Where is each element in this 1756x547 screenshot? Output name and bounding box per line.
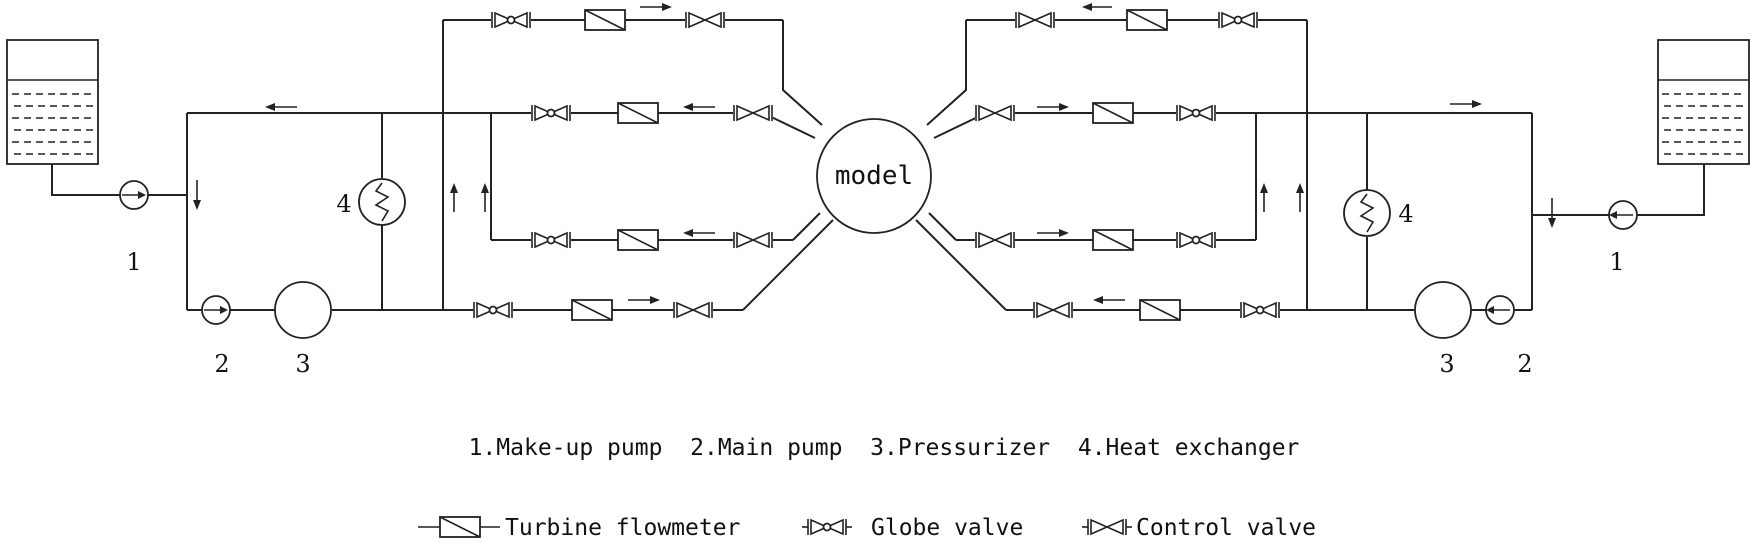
legend: Turbine flowmeter Globe valve Control va… (418, 515, 1316, 541)
globe-valve (531, 231, 571, 249)
globe-valve (1176, 104, 1216, 122)
component-caption: 1.Make-up pump 2.Main pump 3.Pressurizer… (469, 435, 1300, 461)
globe-valve (1240, 301, 1280, 319)
turbine-flowmeter (584, 9, 626, 31)
right-main-pump-number: 2 (1517, 350, 1532, 378)
arrow-left-icon (683, 103, 715, 111)
left-makeup-pump-number: 1 (126, 248, 141, 276)
left-main-pump-number: 2 (214, 350, 229, 378)
arrow-left-icon (265, 103, 297, 111)
right-main-pump (1485, 295, 1515, 325)
control-valve (1015, 11, 1055, 29)
control-valve (975, 231, 1015, 249)
arrow-right-icon (1037, 103, 1069, 111)
control-valve (1033, 301, 1073, 319)
turbine-flowmeter (1139, 299, 1181, 321)
legend-globe-valve-symbol (802, 518, 852, 536)
left-main-pump (201, 295, 231, 325)
globe-valve (473, 301, 513, 319)
right-makeup-pump (1608, 200, 1638, 230)
turbine-flowmeter (617, 102, 659, 124)
legend-control-valve-label: Control valve (1136, 515, 1316, 541)
right-pressurizer (1414, 281, 1472, 339)
arrow-up-icon (481, 183, 489, 212)
right-tank (1657, 39, 1750, 165)
arrow-left-icon (1093, 296, 1125, 304)
control-valve (685, 11, 725, 29)
left-loop-pipes (51, 19, 834, 311)
globe-valve (491, 11, 531, 29)
left-heat-exchanger (358, 178, 406, 226)
turbine-flowmeter (617, 229, 659, 251)
arrow-up-icon (450, 183, 458, 212)
right-makeup-pump-number: 1 (1609, 248, 1624, 276)
right-heat-exchanger-number: 4 (1398, 200, 1413, 228)
turbine-flowmeter (1092, 102, 1134, 124)
arrow-right-icon (1037, 229, 1069, 237)
arrow-right-icon (628, 296, 660, 304)
control-valve (975, 104, 1015, 122)
turbine-flowmeter (1126, 9, 1168, 31)
legend-flowmeter-symbol (418, 516, 500, 538)
arrow-right-icon (640, 3, 672, 11)
left-pressurizer-number: 3 (295, 350, 310, 378)
arrow-down-icon (1548, 198, 1556, 228)
turbine-flowmeter (571, 299, 613, 321)
arrow-up-icon (1260, 183, 1268, 212)
arrow-left-icon (1082, 3, 1112, 11)
globe-valve (1176, 231, 1216, 249)
control-valve (733, 231, 773, 249)
arrow-right-icon (1450, 100, 1482, 108)
left-pressurizer (274, 281, 332, 339)
arrow-down-icon (193, 180, 201, 210)
turbine-flowmeter (1092, 229, 1134, 251)
legend-globe-valve-label: Globe valve (871, 515, 1023, 541)
legend-control-valve-symbol (1082, 518, 1132, 536)
globe-valve (531, 104, 571, 122)
model-label: model (835, 161, 913, 191)
left-makeup-pump (119, 180, 149, 210)
left-heat-exchanger-number: 4 (336, 190, 351, 218)
right-heat-exchanger (1343, 189, 1391, 237)
flow-direction-arrows (193, 3, 1556, 304)
control-valve (673, 301, 713, 319)
right-pressurizer-number: 3 (1439, 350, 1454, 378)
arrow-up-icon (1296, 183, 1304, 212)
arrow-left-icon (683, 229, 715, 237)
control-valve (733, 104, 773, 122)
globe-valve (1218, 11, 1258, 29)
left-tank (6, 39, 99, 165)
legend-flowmeter-label: Turbine flowmeter (505, 515, 740, 541)
model-vessel: model (816, 118, 932, 234)
right-loop-pipes (915, 19, 1705, 311)
